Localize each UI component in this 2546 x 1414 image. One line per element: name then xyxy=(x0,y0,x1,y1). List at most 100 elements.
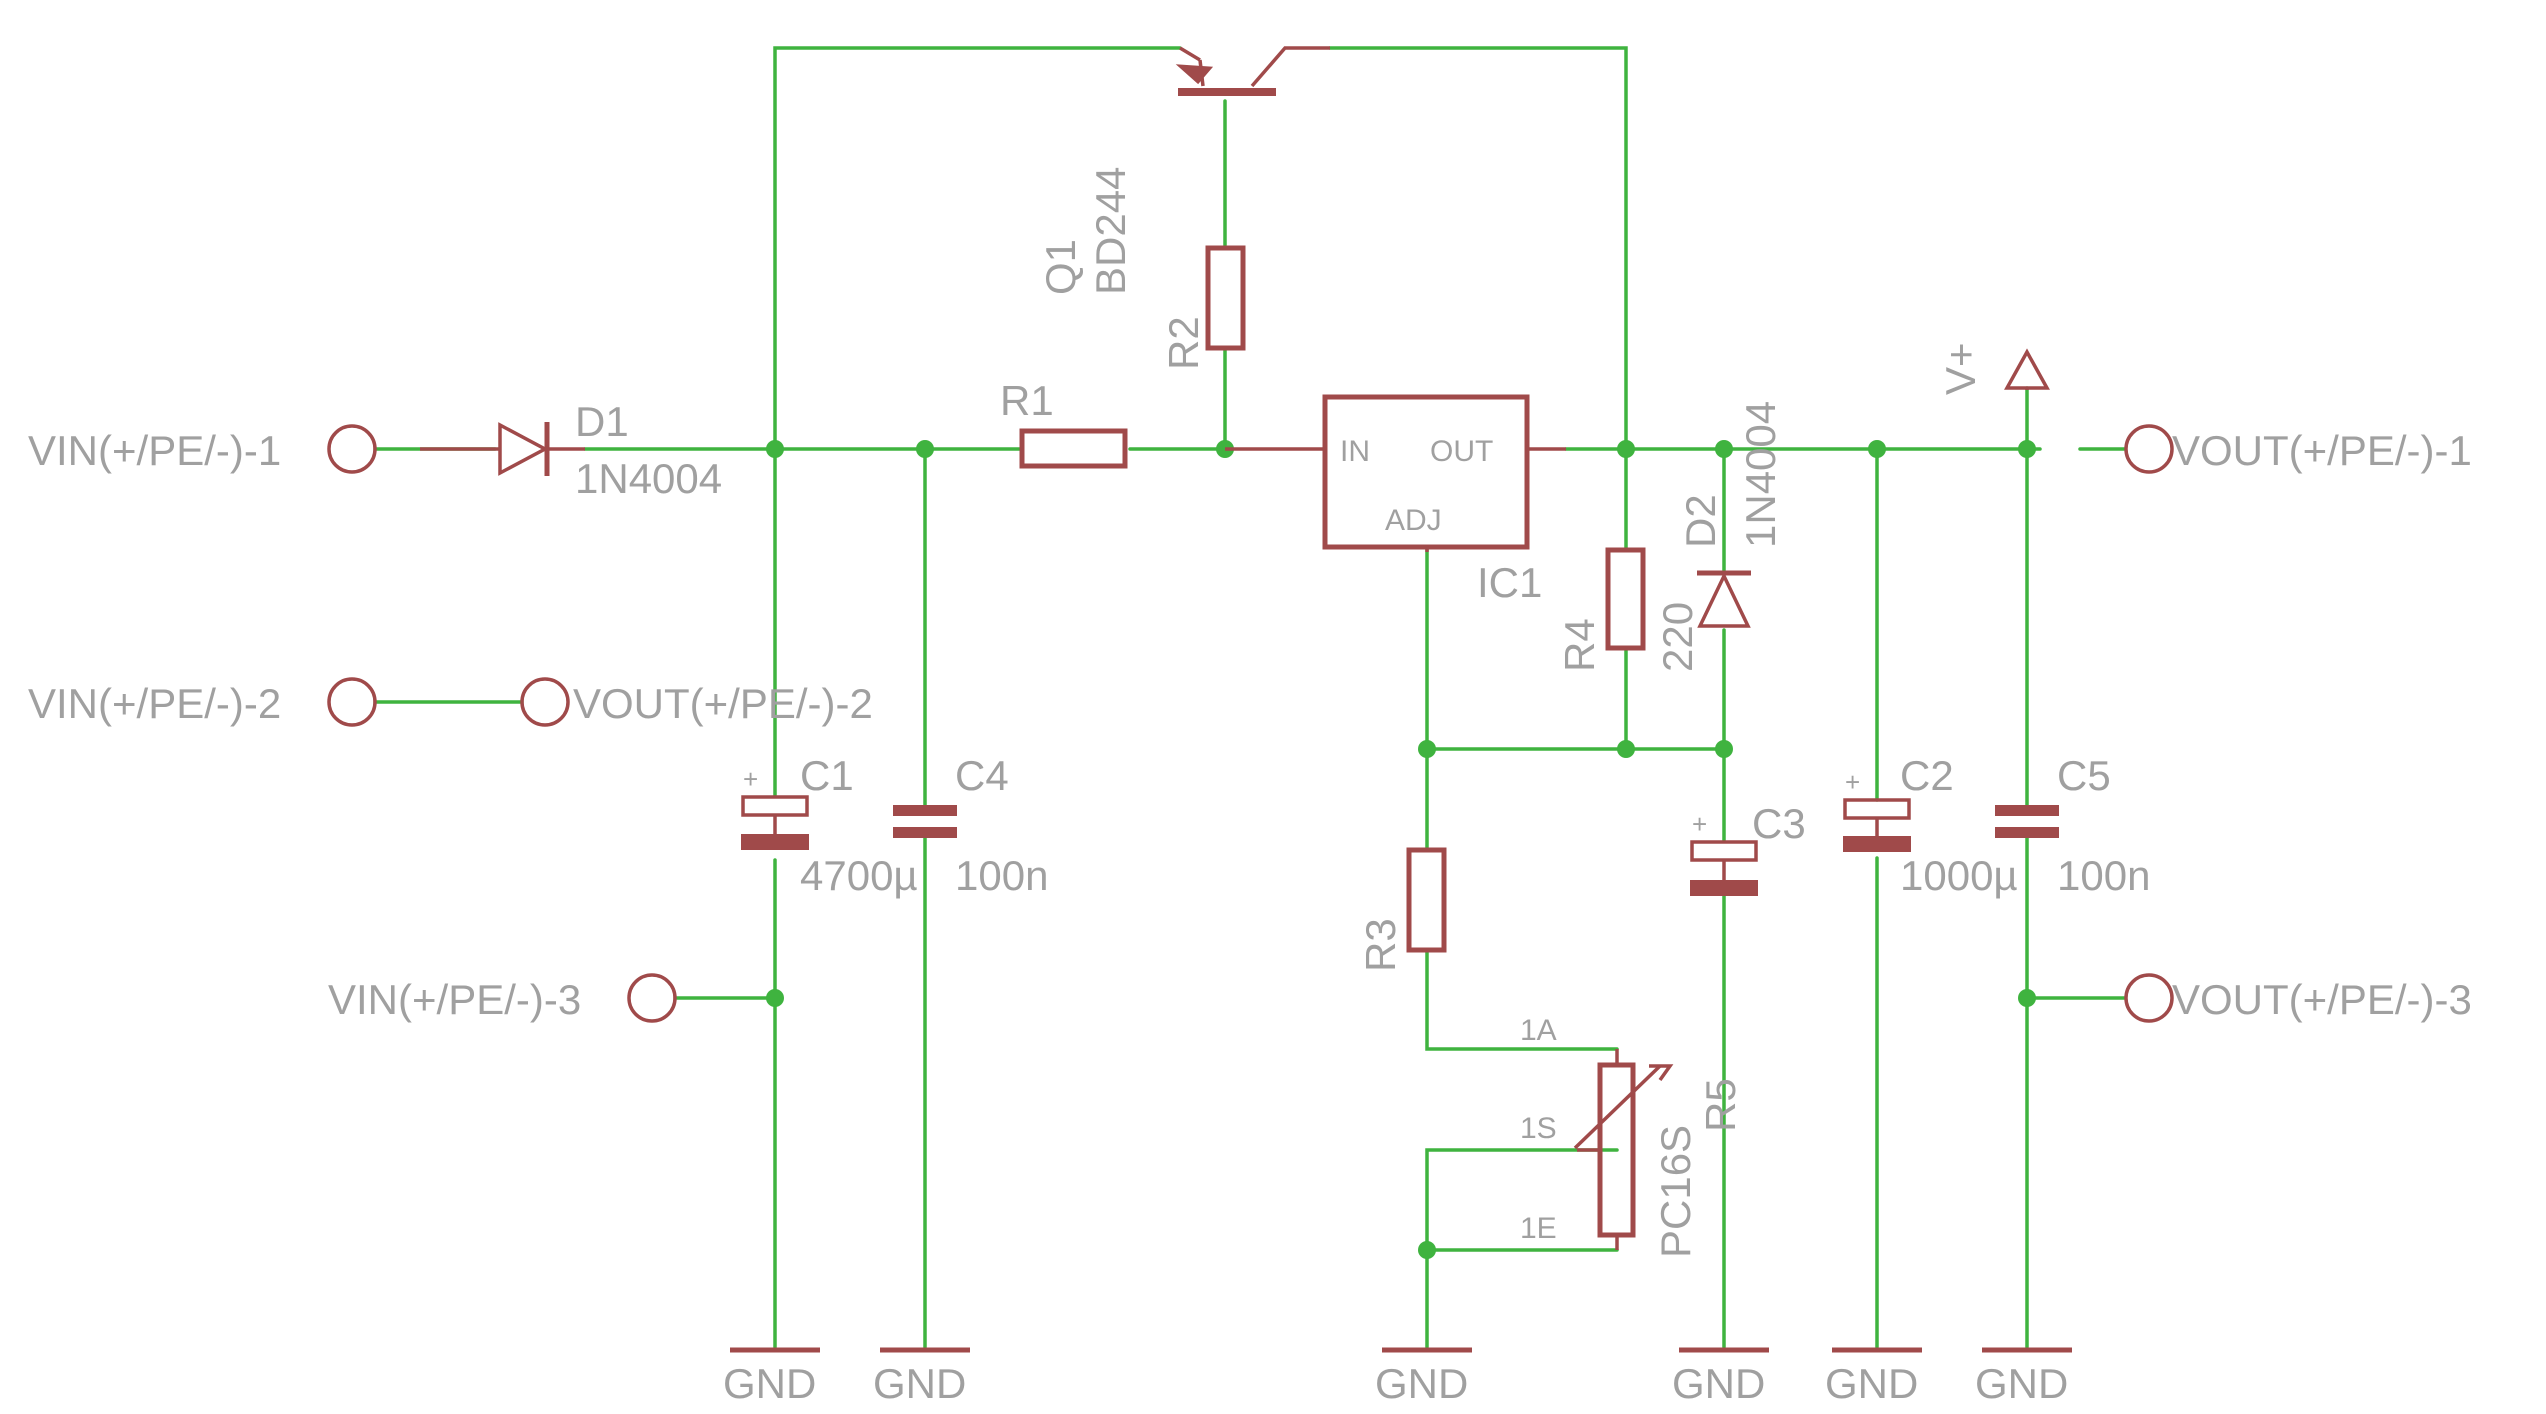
trimmer-r5[interactable]: 1A 1S 1E R5 PC16S xyxy=(1520,1014,1744,1258)
ground-symbol: GND xyxy=(723,1347,820,1407)
junction-dot xyxy=(1868,440,1886,458)
ic-pin-in: IN xyxy=(1340,435,1370,468)
component-value: 100n xyxy=(955,852,1048,899)
wires xyxy=(373,46,2127,1349)
component-name: D2 xyxy=(1677,494,1724,548)
resistor-r4[interactable]: R4 220 xyxy=(1556,547,1701,672)
ground-label: GND xyxy=(723,1360,816,1407)
polarity-mark: + xyxy=(1845,767,1860,797)
junction-dot xyxy=(1715,740,1733,758)
junction-dot xyxy=(1617,440,1635,458)
component-value: 1000µ xyxy=(1900,852,2018,899)
component-value: 220 xyxy=(1654,602,1701,672)
connector-label: VIN(+/PE/-)-3 xyxy=(328,976,581,1023)
component-value: 100n xyxy=(2057,852,2150,899)
diode-icon xyxy=(420,422,585,476)
junctions xyxy=(766,440,2036,1259)
component-name: R4 xyxy=(1556,618,1603,672)
resistor-icon xyxy=(1605,547,1646,651)
connector-vin-3[interactable]: VIN(+/PE/-)-3 xyxy=(328,973,677,1023)
resistor-r2[interactable]: R2 xyxy=(1160,245,1246,370)
component-name: C4 xyxy=(955,752,1009,799)
electrolytic-capacitor-icon xyxy=(1690,840,1758,896)
component-name: C5 xyxy=(2057,752,2111,799)
ic-pin-adj: ADJ xyxy=(1385,504,1442,537)
supply-arrow-icon xyxy=(2004,348,2050,390)
connector-vout-1[interactable]: VOUT(+/PE/-)-1 xyxy=(2124,424,2472,474)
regulator-ic1[interactable]: IN OUT ADJ IC1 xyxy=(1225,394,1566,606)
connector-vin-1[interactable]: VIN(+/PE/-)-1 xyxy=(28,424,377,474)
capacitor-c5[interactable]: C5 100n xyxy=(1995,752,2150,899)
ground-label: GND xyxy=(873,1360,966,1407)
component-name: C1 xyxy=(800,752,854,799)
supply-vplus: V+ xyxy=(1937,342,2050,395)
polarity-mark: + xyxy=(1692,809,1707,839)
ground-label: GND xyxy=(1825,1360,1918,1407)
connector-label: VOUT(+/PE/-)-2 xyxy=(573,680,873,727)
component-value: BD244 xyxy=(1087,167,1134,295)
junction-dot xyxy=(766,989,784,1007)
capacitor-c2[interactable]: + C2 1000µ xyxy=(1843,752,2018,899)
junction-dot xyxy=(1715,440,1733,458)
resistor-icon xyxy=(1019,428,1128,469)
connector-terminal-icon xyxy=(2124,973,2174,1023)
resistor-icon xyxy=(1205,245,1246,351)
component-name: R5 xyxy=(1697,1078,1744,1132)
pot-pin-a: 1A xyxy=(1520,1014,1557,1047)
connector-terminal-icon xyxy=(627,973,677,1023)
connector-label: VOUT(+/PE/-)-3 xyxy=(2172,976,2472,1023)
connector-label: VIN(+/PE/-)-1 xyxy=(28,427,281,474)
ground-symbol: GND xyxy=(1975,1347,2072,1407)
connector-terminal-icon xyxy=(327,677,377,727)
pnp-transistor-icon xyxy=(1175,46,1330,96)
connector-vout-2[interactable]: VOUT(+/PE/-)-2 xyxy=(520,677,873,727)
connector-terminal-icon xyxy=(327,424,377,474)
component-name: R2 xyxy=(1160,316,1207,370)
trimmer-icon xyxy=(1573,1049,1674,1250)
connector-label: VOUT(+/PE/-)-1 xyxy=(2172,427,2472,474)
ground-symbol: GND xyxy=(1375,1347,1472,1407)
component-value: 4700µ xyxy=(800,852,918,899)
component-name: D1 xyxy=(575,398,629,445)
resistor-icon xyxy=(1406,847,1447,953)
junction-dot xyxy=(766,440,784,458)
component-name: Q1 xyxy=(1037,239,1084,295)
capacitor-c1[interactable]: + C1 4700µ xyxy=(741,752,918,899)
connector-label: VIN(+/PE/-)-2 xyxy=(28,680,281,727)
diode-d1[interactable]: D1 1N4004 xyxy=(420,398,722,502)
capacitor-c4[interactable]: C4 100n xyxy=(893,752,1048,899)
capacitor-icon xyxy=(1995,805,2059,838)
resistor-r3[interactable]: R3 xyxy=(1357,847,1447,972)
junction-dot xyxy=(1418,1241,1436,1259)
component-name: C3 xyxy=(1752,800,1806,847)
resistor-r1[interactable]: R1 xyxy=(1000,377,1128,469)
component-name: R1 xyxy=(1000,377,1054,424)
ground-label: GND xyxy=(1672,1360,1765,1407)
transistor-q1[interactable]: Q1 BD244 xyxy=(1037,46,1330,295)
junction-dot xyxy=(2018,989,2036,1007)
connector-vin-2[interactable]: VIN(+/PE/-)-2 xyxy=(28,677,377,727)
capacitor-icon xyxy=(893,805,957,838)
component-value: PC16S xyxy=(1652,1125,1699,1258)
ground-symbol: GND xyxy=(1672,1347,1769,1407)
pot-pin-s: 1S xyxy=(1520,1112,1557,1145)
diode-icon xyxy=(1697,570,1751,628)
polarity-mark: + xyxy=(743,764,758,794)
ground-label: GND xyxy=(1975,1360,2068,1407)
capacitor-c3[interactable]: + C3 xyxy=(1690,800,1806,896)
pot-pin-e: 1E xyxy=(1520,1212,1557,1245)
component-value: 1N4004 xyxy=(1737,401,1784,548)
junction-dot xyxy=(1418,740,1436,758)
component-name: R3 xyxy=(1357,918,1404,972)
diode-d2[interactable]: D2 1N4004 xyxy=(1677,401,1784,628)
ground-symbol: GND xyxy=(1825,1347,1922,1407)
component-value: 1N4004 xyxy=(575,455,722,502)
electrolytic-capacitor-icon xyxy=(741,795,809,850)
connector-vout-3[interactable]: VOUT(+/PE/-)-3 xyxy=(2124,973,2472,1023)
connector-terminal-icon xyxy=(520,677,570,727)
connector-terminal-icon xyxy=(2124,424,2174,474)
junction-dot xyxy=(2018,440,2036,458)
supply-label: V+ xyxy=(1937,342,1984,395)
ground-symbol: GND xyxy=(873,1347,970,1407)
